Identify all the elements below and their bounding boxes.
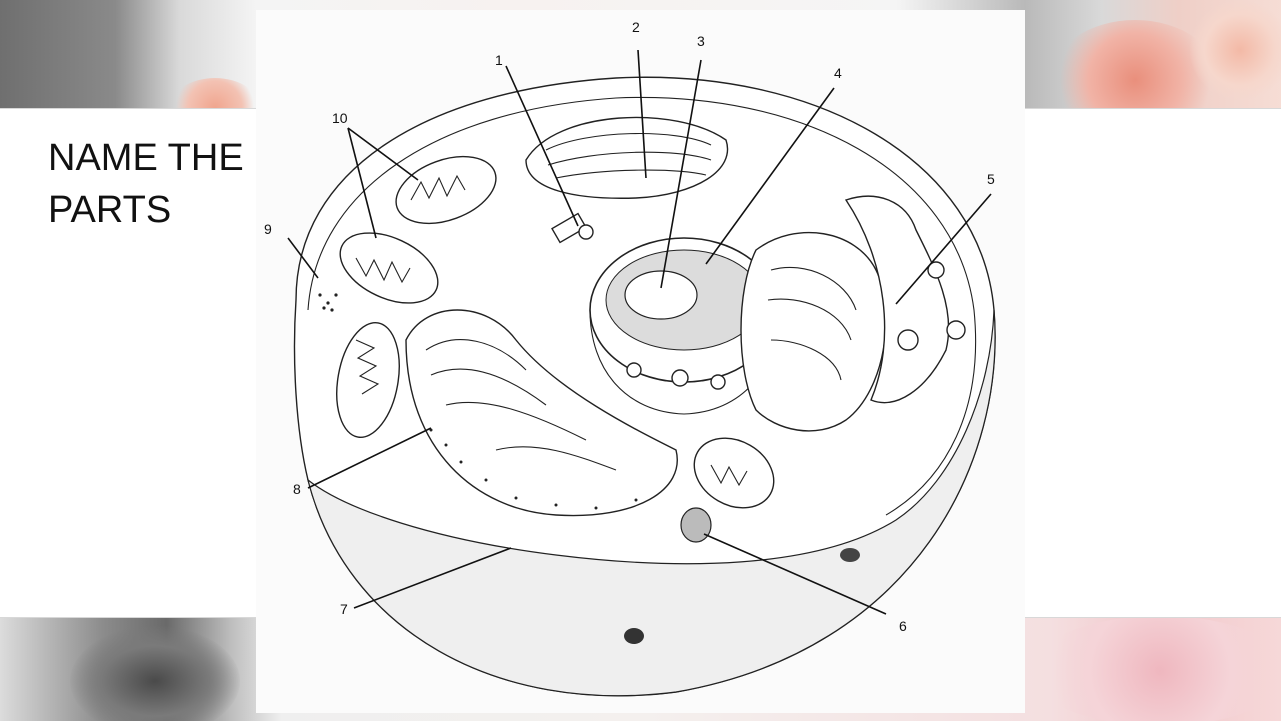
cytoplasm-inclusion [624,628,644,644]
part-label-7: 7 [340,601,348,617]
nuclear-pore [672,370,688,386]
background-flower-top-left [170,78,260,108]
part-label-5: 5 [987,171,995,187]
part-label-3: 3 [697,33,705,49]
part-label-10: 10 [332,110,348,126]
background-leaf-bottom-left [70,626,240,721]
part-label-1: 1 [495,52,503,68]
slide-title: NAME THE PARTS [48,132,278,236]
nucleolus [625,271,697,319]
part-label-2: 2 [632,19,640,35]
background-flower-bottom-right [1030,616,1281,721]
part-label-4: 4 [834,65,842,81]
part-label-9: 9 [264,221,272,237]
lysosome [681,508,711,542]
part-label-6: 6 [899,618,907,634]
part-label-8: 8 [293,481,301,497]
cell-diagram-panel: 1 2 3 4 5 6 7 8 9 10 [256,10,1025,713]
cytoplasm-inclusion [840,548,860,562]
background-flower-top-right-2 [1190,0,1281,100]
nuclear-pore [711,375,725,389]
animal-cell-diagram: 1 2 3 4 5 6 7 8 9 10 [256,10,1025,713]
nuclear-pore [627,363,641,377]
